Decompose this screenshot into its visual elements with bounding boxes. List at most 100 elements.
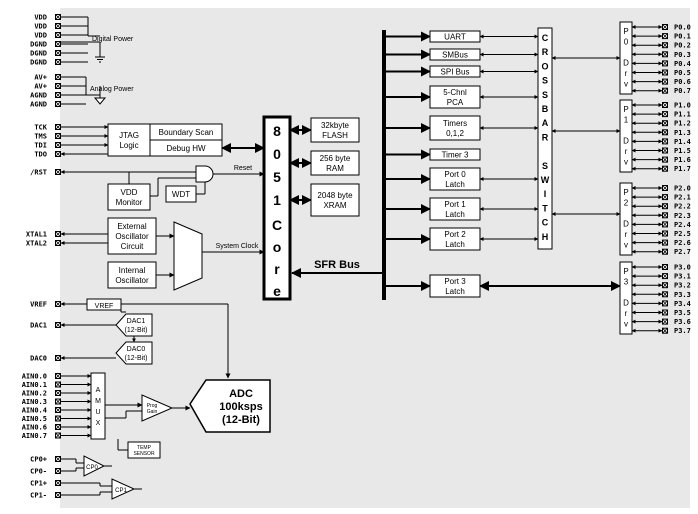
dac1-shape <box>115 313 153 337</box>
pin-label-p0: P0.6 <box>674 78 691 86</box>
crossbar-switch-label: W <box>541 175 550 185</box>
pin-label-p0: P0.1 <box>674 33 691 41</box>
pin-label-p1: P1.2 <box>674 120 691 128</box>
p3-drv-label: P <box>623 267 628 276</box>
pin-cross <box>662 60 668 67</box>
pin-label-analog-power: AV+ <box>34 83 47 91</box>
external-oscillator-label: Oscillator <box>115 232 149 241</box>
port3-latch-box <box>429 274 481 298</box>
crossbar-switch-label: S <box>542 90 548 100</box>
pin-label-ain: AIN0.6 <box>22 424 47 432</box>
pin-label-p0: P0.5 <box>674 69 691 77</box>
p0-drv-label: P <box>623 27 628 36</box>
crossbar-switch-label: A <box>542 118 549 128</box>
pin-label-p2: P2.5 <box>674 230 691 238</box>
pin-label-p0: P0.0 <box>674 24 691 32</box>
crossbar-switch-label: T <box>542 203 548 213</box>
pin-cross <box>55 231 61 237</box>
pin-cross <box>55 101 61 107</box>
pin-label-p3: P3.1 <box>674 273 691 281</box>
p2-drv-label: r <box>625 230 628 239</box>
jtag-logic-label: Logic <box>119 141 138 150</box>
pin-label-p1: P1.4 <box>674 138 691 146</box>
system-clock-label: System Clock <box>216 243 259 250</box>
pin-cross <box>55 373 61 379</box>
port3-latch-label: Port 3 <box>444 277 466 286</box>
pin-cross <box>662 203 668 209</box>
sfr-bus-label: SFR Bus <box>314 259 360 271</box>
timers-box <box>429 115 481 141</box>
pin-label-jtag: TCK <box>34 124 47 132</box>
p2-drv-label: D <box>623 220 629 229</box>
p0-drv-label: D <box>623 59 629 68</box>
vref-box <box>86 298 122 311</box>
pin-label-xtal: XTAL2 <box>26 240 47 248</box>
pin-cross <box>55 456 61 462</box>
crossbar-switch-label: O <box>541 61 548 71</box>
crossbar-switch-label: B <box>542 104 549 114</box>
pin-cross <box>662 264 668 270</box>
p3-drv-label: D <box>623 299 629 308</box>
p3-drv-label: r <box>625 309 628 318</box>
pin-label-ain: AIN0.2 <box>22 390 47 398</box>
pin-cross <box>662 42 668 48</box>
pin-cross <box>662 230 668 237</box>
core-8051-label: e <box>273 283 281 299</box>
pin-label-ain: AIN0.7 <box>22 432 47 440</box>
pin-label-p3: P3.6 <box>674 318 691 326</box>
clock-mux <box>173 221 203 291</box>
pin-label-p2: P2.0 <box>674 185 691 193</box>
port2-latch-label: Port 2 <box>444 230 466 239</box>
pin-label-rst: /RST <box>30 169 47 177</box>
pin-cross <box>662 221 668 228</box>
pin-cross <box>55 240 61 246</box>
pin-cross <box>662 318 668 325</box>
xram-label: 2048 byte <box>317 191 353 200</box>
pin-cross <box>662 51 668 58</box>
chip-background <box>60 8 690 508</box>
pin-cross <box>662 69 668 76</box>
pin-label-cp: CP1+ <box>30 480 47 488</box>
temp-sensor-label: TEMP <box>137 445 152 451</box>
pin-label-dac0: DAC0 <box>30 355 47 363</box>
pin-label-jtag: TDO <box>34 151 47 159</box>
pin-label-p3: P3.0 <box>674 264 691 272</box>
cp1-label: CP1 <box>115 488 127 494</box>
dac0-label: (12-Bit) <box>125 355 148 362</box>
pin-cross <box>55 169 61 175</box>
p3-drv-box <box>619 261 633 335</box>
ram-label: RAM <box>326 164 344 173</box>
pin-cross <box>662 120 668 126</box>
core-8051-label: o <box>273 239 282 255</box>
pin-label-power: DGND <box>30 41 47 49</box>
internal-oscillator-box <box>107 261 157 289</box>
pin-cross <box>55 407 61 413</box>
pin-cross <box>55 23 61 29</box>
pin-label-p2: P2.6 <box>674 239 691 247</box>
p3-drv-label: 3 <box>624 278 629 287</box>
amux-label: X <box>96 420 101 427</box>
prog-gain-label: Prog <box>147 403 158 409</box>
dac0-label: DAC0 <box>127 346 146 353</box>
pin-label-jtag: TDI <box>34 142 47 150</box>
p2-drv-label: P <box>623 188 628 197</box>
pin-cross <box>55 74 61 80</box>
pin-cross <box>662 239 668 246</box>
pin-label-cp: CP0+ <box>30 456 47 464</box>
dac0-shape <box>115 341 153 365</box>
p2-drv-label: 2 <box>624 199 629 208</box>
p2-drv-label: v <box>624 241 628 250</box>
core-8051-label: 0 <box>273 146 281 162</box>
amux-label: M <box>95 398 101 405</box>
pin-label-p2: P2.3 <box>674 212 691 220</box>
pin-cross <box>662 24 668 30</box>
p1-drv-label: D <box>623 137 629 146</box>
pin-label-ain: AIN0.1 <box>22 381 47 389</box>
adc-label: ADC <box>229 388 253 400</box>
crossbar-switch-label: C <box>542 218 549 228</box>
crossbar-switch-label: H <box>542 232 549 242</box>
xram-label: XRAM <box>323 201 346 210</box>
pin-cross <box>662 33 668 39</box>
pin-cross <box>55 480 61 486</box>
